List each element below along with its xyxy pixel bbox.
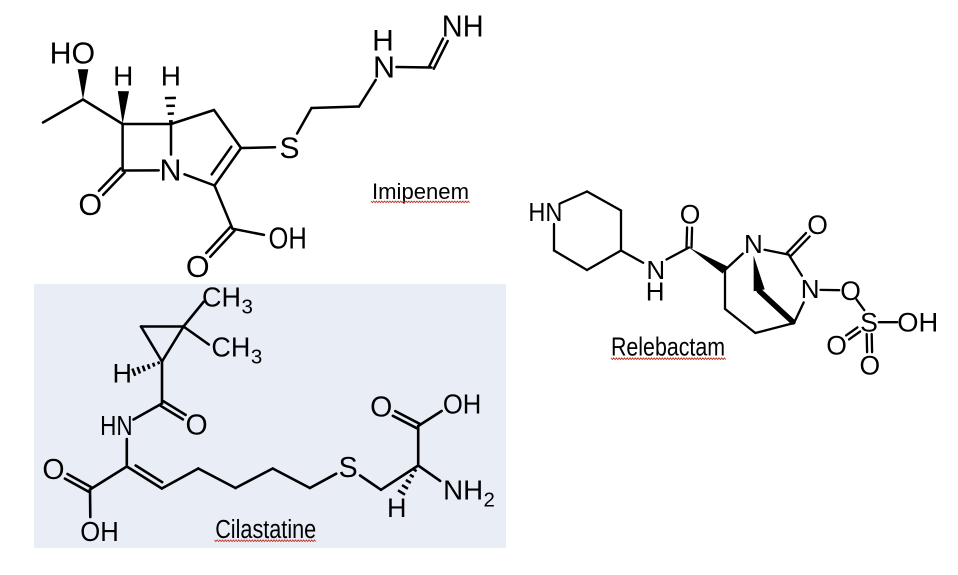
svg-text:N: N xyxy=(373,51,395,85)
svg-text:OH: OH xyxy=(897,308,938,338)
svg-text:NH: NH xyxy=(442,9,484,43)
svg-text:Relebactam: Relebactam xyxy=(611,331,725,361)
svg-text:O: O xyxy=(186,410,208,442)
svg-text:OH: OH xyxy=(443,388,482,419)
svg-text:O: O xyxy=(186,250,210,284)
svg-text:O: O xyxy=(370,392,392,424)
svg-text:S: S xyxy=(860,308,878,338)
svg-text:O: O xyxy=(42,454,64,486)
svg-text:HO: HO xyxy=(50,36,96,70)
svg-text:HN: HN xyxy=(100,410,133,441)
svg-text:H: H xyxy=(387,493,407,523)
svg-text:N: N xyxy=(159,153,181,187)
svg-text:N: N xyxy=(801,274,820,304)
svg-text:O: O xyxy=(807,210,828,240)
svg-text:S: S xyxy=(339,452,358,484)
svg-text:2: 2 xyxy=(484,489,495,512)
svg-text:OH: OH xyxy=(269,222,307,256)
svg-text:N: N xyxy=(744,229,763,259)
svg-text:Imipenem: Imipenem xyxy=(372,179,469,204)
svg-text:O: O xyxy=(826,331,847,361)
svg-text:H: H xyxy=(646,277,665,307)
svg-text:H: H xyxy=(372,25,394,58)
svg-text:Cilastatine: Cilastatine xyxy=(215,516,316,544)
svg-text:H: H xyxy=(161,61,181,92)
svg-text:O: O xyxy=(78,188,102,222)
svg-text:O: O xyxy=(680,200,701,230)
svg-text:N: N xyxy=(646,255,665,285)
svg-text:HN: HN xyxy=(528,197,562,227)
svg-text:O: O xyxy=(840,276,861,306)
svg-text:CH: CH xyxy=(211,332,250,363)
svg-text:NH: NH xyxy=(443,474,483,505)
svg-text:S: S xyxy=(279,132,299,165)
svg-text:CH: CH xyxy=(202,282,241,313)
svg-text:H: H xyxy=(112,359,132,389)
svg-text:H: H xyxy=(113,61,133,92)
svg-text:O: O xyxy=(859,351,880,381)
svg-text:3: 3 xyxy=(251,346,262,369)
svg-text:3: 3 xyxy=(242,296,253,319)
svg-text:OH: OH xyxy=(80,516,119,547)
